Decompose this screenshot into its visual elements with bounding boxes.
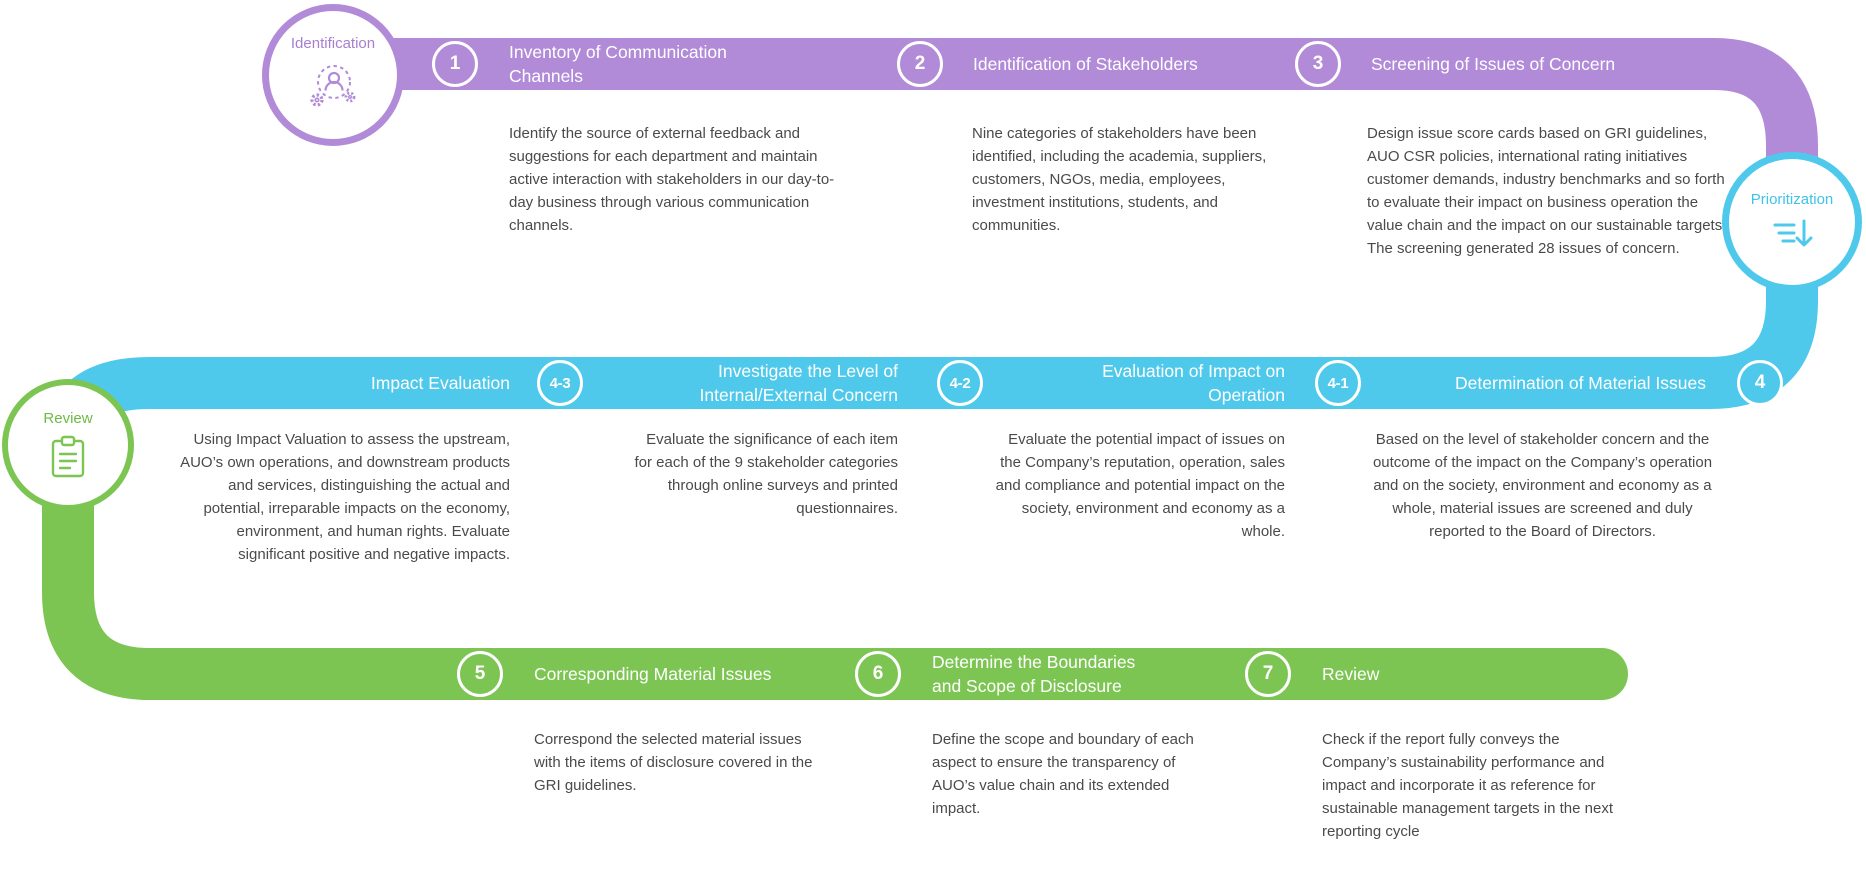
user-gears-icon: [305, 59, 361, 115]
step-4-2-badge: 4-2: [937, 360, 983, 406]
step-1-title: Inventory of Communication Channels: [509, 42, 727, 86]
step-3-title: Screening of Issues of Concern: [1371, 54, 1616, 74]
step-5-title: Corresponding Material Issues: [534, 664, 772, 684]
step-4-badge: 4: [1737, 360, 1783, 406]
phase-prioritization: Prioritization: [1722, 152, 1862, 292]
phase-review-label: Review: [43, 410, 93, 427]
step-7-badge: 7: [1245, 651, 1291, 697]
step-6-description: Define the scope and boundary of each as…: [932, 731, 1194, 817]
step-6-title: Determine the Boundaries and Scope of Di…: [932, 652, 1136, 696]
step-7-description: Check if the report fully conveys the Co…: [1322, 731, 1614, 840]
step-1-description: Identify the source of external feedback…: [509, 125, 835, 234]
step-2-title: Identification of Stakeholders: [973, 54, 1198, 74]
phase-identification-label: Identification: [290, 35, 376, 52]
sort-descending-icon: [1770, 215, 1814, 253]
step-4-1-badge: 4-1: [1315, 360, 1361, 406]
step-3-description: Design issue score cards based on GRI gu…: [1367, 125, 1727, 257]
step-5-badge: 5: [457, 651, 503, 697]
step-4-3-badge: 4-3: [537, 360, 583, 406]
step-2-description: Nine categories of stakeholders have bee…: [972, 125, 1267, 234]
identification-band: [307, 38, 1818, 250]
step-4-1-description: Evaluate the potential impact of issues …: [995, 431, 1285, 540]
step-4-2-title: Investigate the Level of Internal/Extern…: [699, 361, 898, 405]
step-3-badge: 3: [1295, 41, 1341, 87]
phase-prioritization-label: Prioritization: [1750, 191, 1834, 208]
phase-review: Review: [2, 379, 134, 511]
step-4-3-title: Impact Evaluation: [370, 373, 510, 393]
step-4-title: Determination of Material Issues: [1455, 373, 1706, 393]
phase-identification: Identification: [262, 4, 404, 146]
step-4-2-description: Evaluate the significance of each item f…: [634, 431, 899, 517]
step-1-badge: 1: [432, 41, 478, 87]
step-5-description: Correspond the selected material issues …: [534, 731, 813, 794]
step-7-title: Review: [1322, 664, 1380, 684]
review-band: [42, 417, 1628, 700]
step-4-description: Based on the level of stakeholder concer…: [1372, 431, 1713, 540]
step-2-badge: 2: [897, 41, 943, 87]
clipboard-list-icon: [49, 434, 87, 480]
step-4-1-title: Evaluation of Impact on Operation: [1102, 361, 1285, 405]
step-4-3-description: Using Impact Valuation to assess the ups…: [180, 431, 510, 563]
step-6-badge: 6: [855, 651, 901, 697]
